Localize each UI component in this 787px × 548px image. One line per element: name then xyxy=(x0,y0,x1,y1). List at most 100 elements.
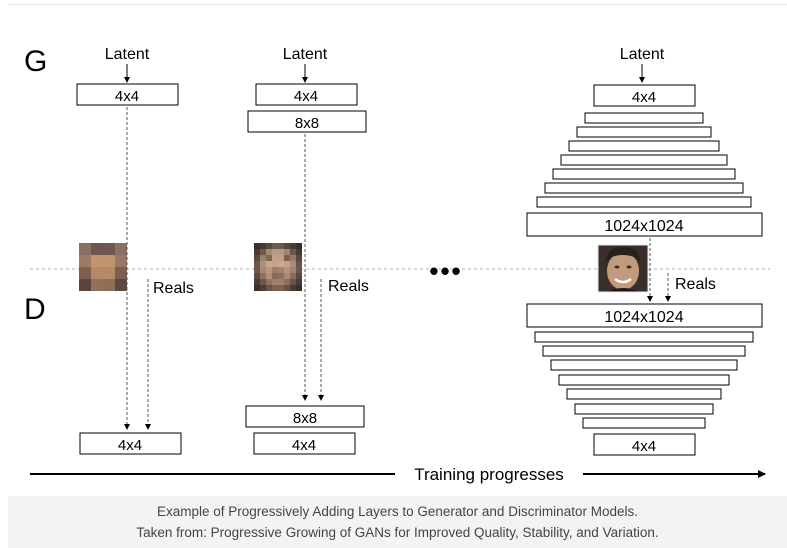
training-progresses-label: Training progresses xyxy=(414,465,564,484)
face-pixel xyxy=(296,255,302,261)
face-pixel xyxy=(296,273,302,279)
d-block-1024-col3-label: 1024x1024 xyxy=(604,309,683,326)
face-pixel xyxy=(260,285,266,291)
d-block-8x8-col2 xyxy=(245,405,365,428)
reals-label-col1: Reals xyxy=(153,280,194,297)
face-pixel xyxy=(266,243,272,249)
g-block-4x4-col3 xyxy=(593,84,696,107)
discriminator-layer-stack xyxy=(534,331,754,429)
face-pixel xyxy=(290,255,296,261)
g-block-4x4-col1-label: 4x4 xyxy=(115,88,139,105)
g-block-4x4-col1 xyxy=(76,83,179,106)
face-pixel xyxy=(272,255,278,261)
d-block-4x4-col3 xyxy=(593,433,696,456)
generator-label: G xyxy=(24,45,47,78)
face-pixel xyxy=(266,273,272,279)
g-block-4x4-col2 xyxy=(255,83,358,106)
face-pixel xyxy=(284,279,290,285)
reals-label-col2: Reals xyxy=(328,278,369,295)
face-pixel xyxy=(272,267,278,273)
g-block-4x4-col3-label: 4x4 xyxy=(632,89,656,106)
g-block-8x8-col2-label: 8x8 xyxy=(295,115,319,132)
face-pixel xyxy=(266,249,272,255)
g-layer xyxy=(560,154,728,166)
face-pixel xyxy=(290,267,296,273)
g-layer xyxy=(536,196,752,208)
face-pixel xyxy=(266,255,272,261)
d-layer xyxy=(542,345,746,357)
face-pixel xyxy=(296,243,302,249)
face-pixel xyxy=(278,249,284,255)
face-pixel xyxy=(260,243,266,249)
face-pixel xyxy=(260,261,266,267)
face-image-1024 xyxy=(597,244,649,293)
face-pixel xyxy=(260,267,266,273)
g-layer xyxy=(584,112,704,124)
discriminator-label: D xyxy=(24,293,46,326)
face-pixel xyxy=(278,285,284,291)
face-pixel xyxy=(272,249,278,255)
face-pixel xyxy=(284,255,290,261)
ellipsis: ••• xyxy=(429,256,462,286)
face-pixel xyxy=(254,279,260,285)
face-pixel xyxy=(278,273,284,279)
face-pixel xyxy=(272,285,278,291)
face-pixel xyxy=(296,279,302,285)
progressive-gan-diagram: G D Latent 4x4 xyxy=(24,45,770,484)
figure-caption: Example of Progressively Adding Layers t… xyxy=(8,496,787,548)
face-pixel xyxy=(272,279,278,285)
caption-line-2: Taken from: Progressive Growing of GANs … xyxy=(136,525,659,540)
generator-layer-stack xyxy=(536,112,752,208)
g-block-4x4-col2-label: 4x4 xyxy=(294,88,318,105)
face-pixel xyxy=(278,267,284,273)
g-layer xyxy=(576,126,712,138)
face-pixel xyxy=(290,273,296,279)
face-pixel xyxy=(260,255,266,261)
face-pixel xyxy=(266,261,272,267)
latent-label-col3: Latent xyxy=(620,46,665,63)
caption-line-1: Example of Progressively Adding Layers t… xyxy=(157,504,638,519)
face-pixel xyxy=(260,273,266,279)
face-pixel xyxy=(254,285,260,291)
d-layer xyxy=(566,388,722,400)
d-layer xyxy=(558,374,730,386)
d-block-1024-col3 xyxy=(526,303,763,328)
face-pixel xyxy=(284,261,290,267)
face-pixel xyxy=(296,267,302,273)
face-pixel xyxy=(254,255,260,261)
face-pixel xyxy=(290,261,296,267)
g-layer xyxy=(552,168,736,180)
figure-area: G D Latent 4x4 xyxy=(8,4,787,497)
face-pixel xyxy=(290,243,296,249)
face-pixel xyxy=(278,261,284,267)
face-pixel xyxy=(296,249,302,255)
face-pixel xyxy=(254,273,260,279)
g-layer xyxy=(544,182,744,194)
g-layer xyxy=(568,140,720,152)
face-pixel xyxy=(284,243,290,249)
g-block-1024-col3-label: 1024x1024 xyxy=(604,218,683,235)
d-block-8x8-col2-label: 8x8 xyxy=(293,410,317,427)
face-pixel xyxy=(260,249,266,255)
face-pixel xyxy=(254,243,260,249)
face-pixel xyxy=(284,273,290,279)
g-block-8x8-col2 xyxy=(247,110,367,133)
face-pixel xyxy=(272,273,278,279)
face-image-8x8 xyxy=(254,243,302,291)
face-pixel xyxy=(272,261,278,267)
g-block-1024-col3 xyxy=(526,212,763,237)
d-block-4x4-col2 xyxy=(253,432,356,455)
face-pixel xyxy=(266,279,272,285)
face-pixel xyxy=(290,279,296,285)
face-pixel xyxy=(290,249,296,255)
face-pixel xyxy=(278,243,284,249)
reals-label-col3: Reals xyxy=(675,276,716,293)
latent-label-col2: Latent xyxy=(283,46,328,63)
face-pixel xyxy=(254,261,260,267)
d-layer xyxy=(550,359,738,371)
face-pixel xyxy=(278,279,284,285)
face-pixel xyxy=(278,255,284,261)
face-pixel xyxy=(266,285,272,291)
d-layer xyxy=(582,417,706,429)
